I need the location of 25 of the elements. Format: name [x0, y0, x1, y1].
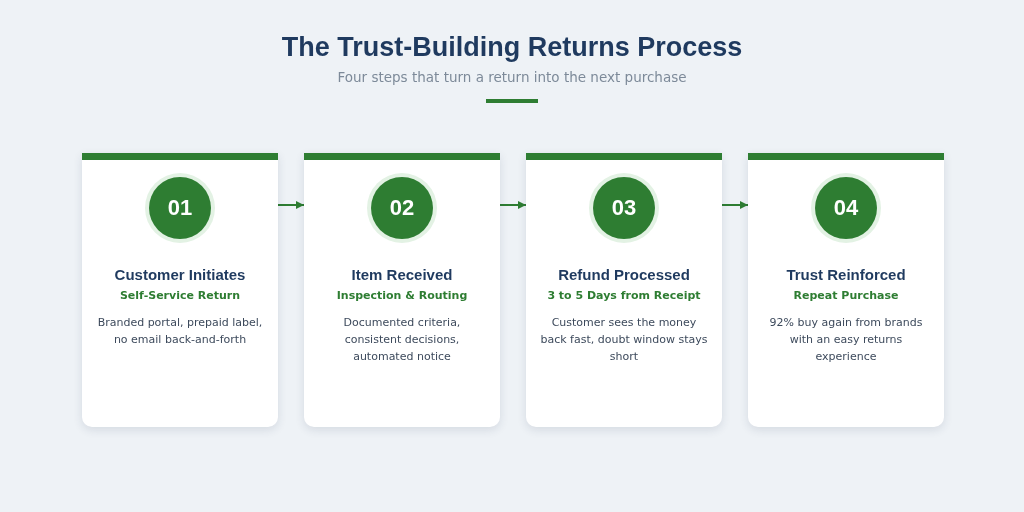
step-subtitle: Self-Service Return	[119, 289, 241, 302]
step-number-circle: 01	[149, 177, 211, 239]
arrow	[499, 201, 527, 209]
step-number-circle: 03	[593, 177, 655, 239]
step-title: Customer Initiates	[114, 266, 246, 283]
subtitle: Four steps that turn a return into the next purchase	[336, 69, 688, 85]
step-title: Refund Processed	[558, 266, 690, 283]
step-card	[748, 153, 944, 427]
step-number-circle: 04	[815, 177, 877, 239]
step-card	[526, 153, 722, 427]
step-title: Trust Reinforced	[786, 266, 906, 283]
arrow	[277, 201, 305, 209]
arrow	[721, 201, 749, 209]
step-subtitle: Repeat Purchase	[793, 289, 899, 302]
step-title: Item Received	[351, 266, 453, 283]
step-subtitle: 3 to 5 Days from Receipt	[547, 289, 701, 302]
step-description: Customer sees the money back fast, doubt window stays short	[539, 315, 709, 365]
step-subtitle: Inspection & Routing	[336, 289, 468, 302]
step-description: 92% buy again from brands with an easy returns experience	[768, 315, 924, 365]
diagram-title: The Trust-Building Returns Process	[280, 32, 744, 63]
step-number-circle: 02	[371, 177, 433, 239]
step-card	[304, 153, 500, 427]
step-description: Branded portal, prepaid label, no email back-and-forth	[96, 315, 264, 348]
step-card	[82, 153, 278, 427]
step-description: Documented criteria, consistent decisions, automated notice	[342, 315, 462, 365]
